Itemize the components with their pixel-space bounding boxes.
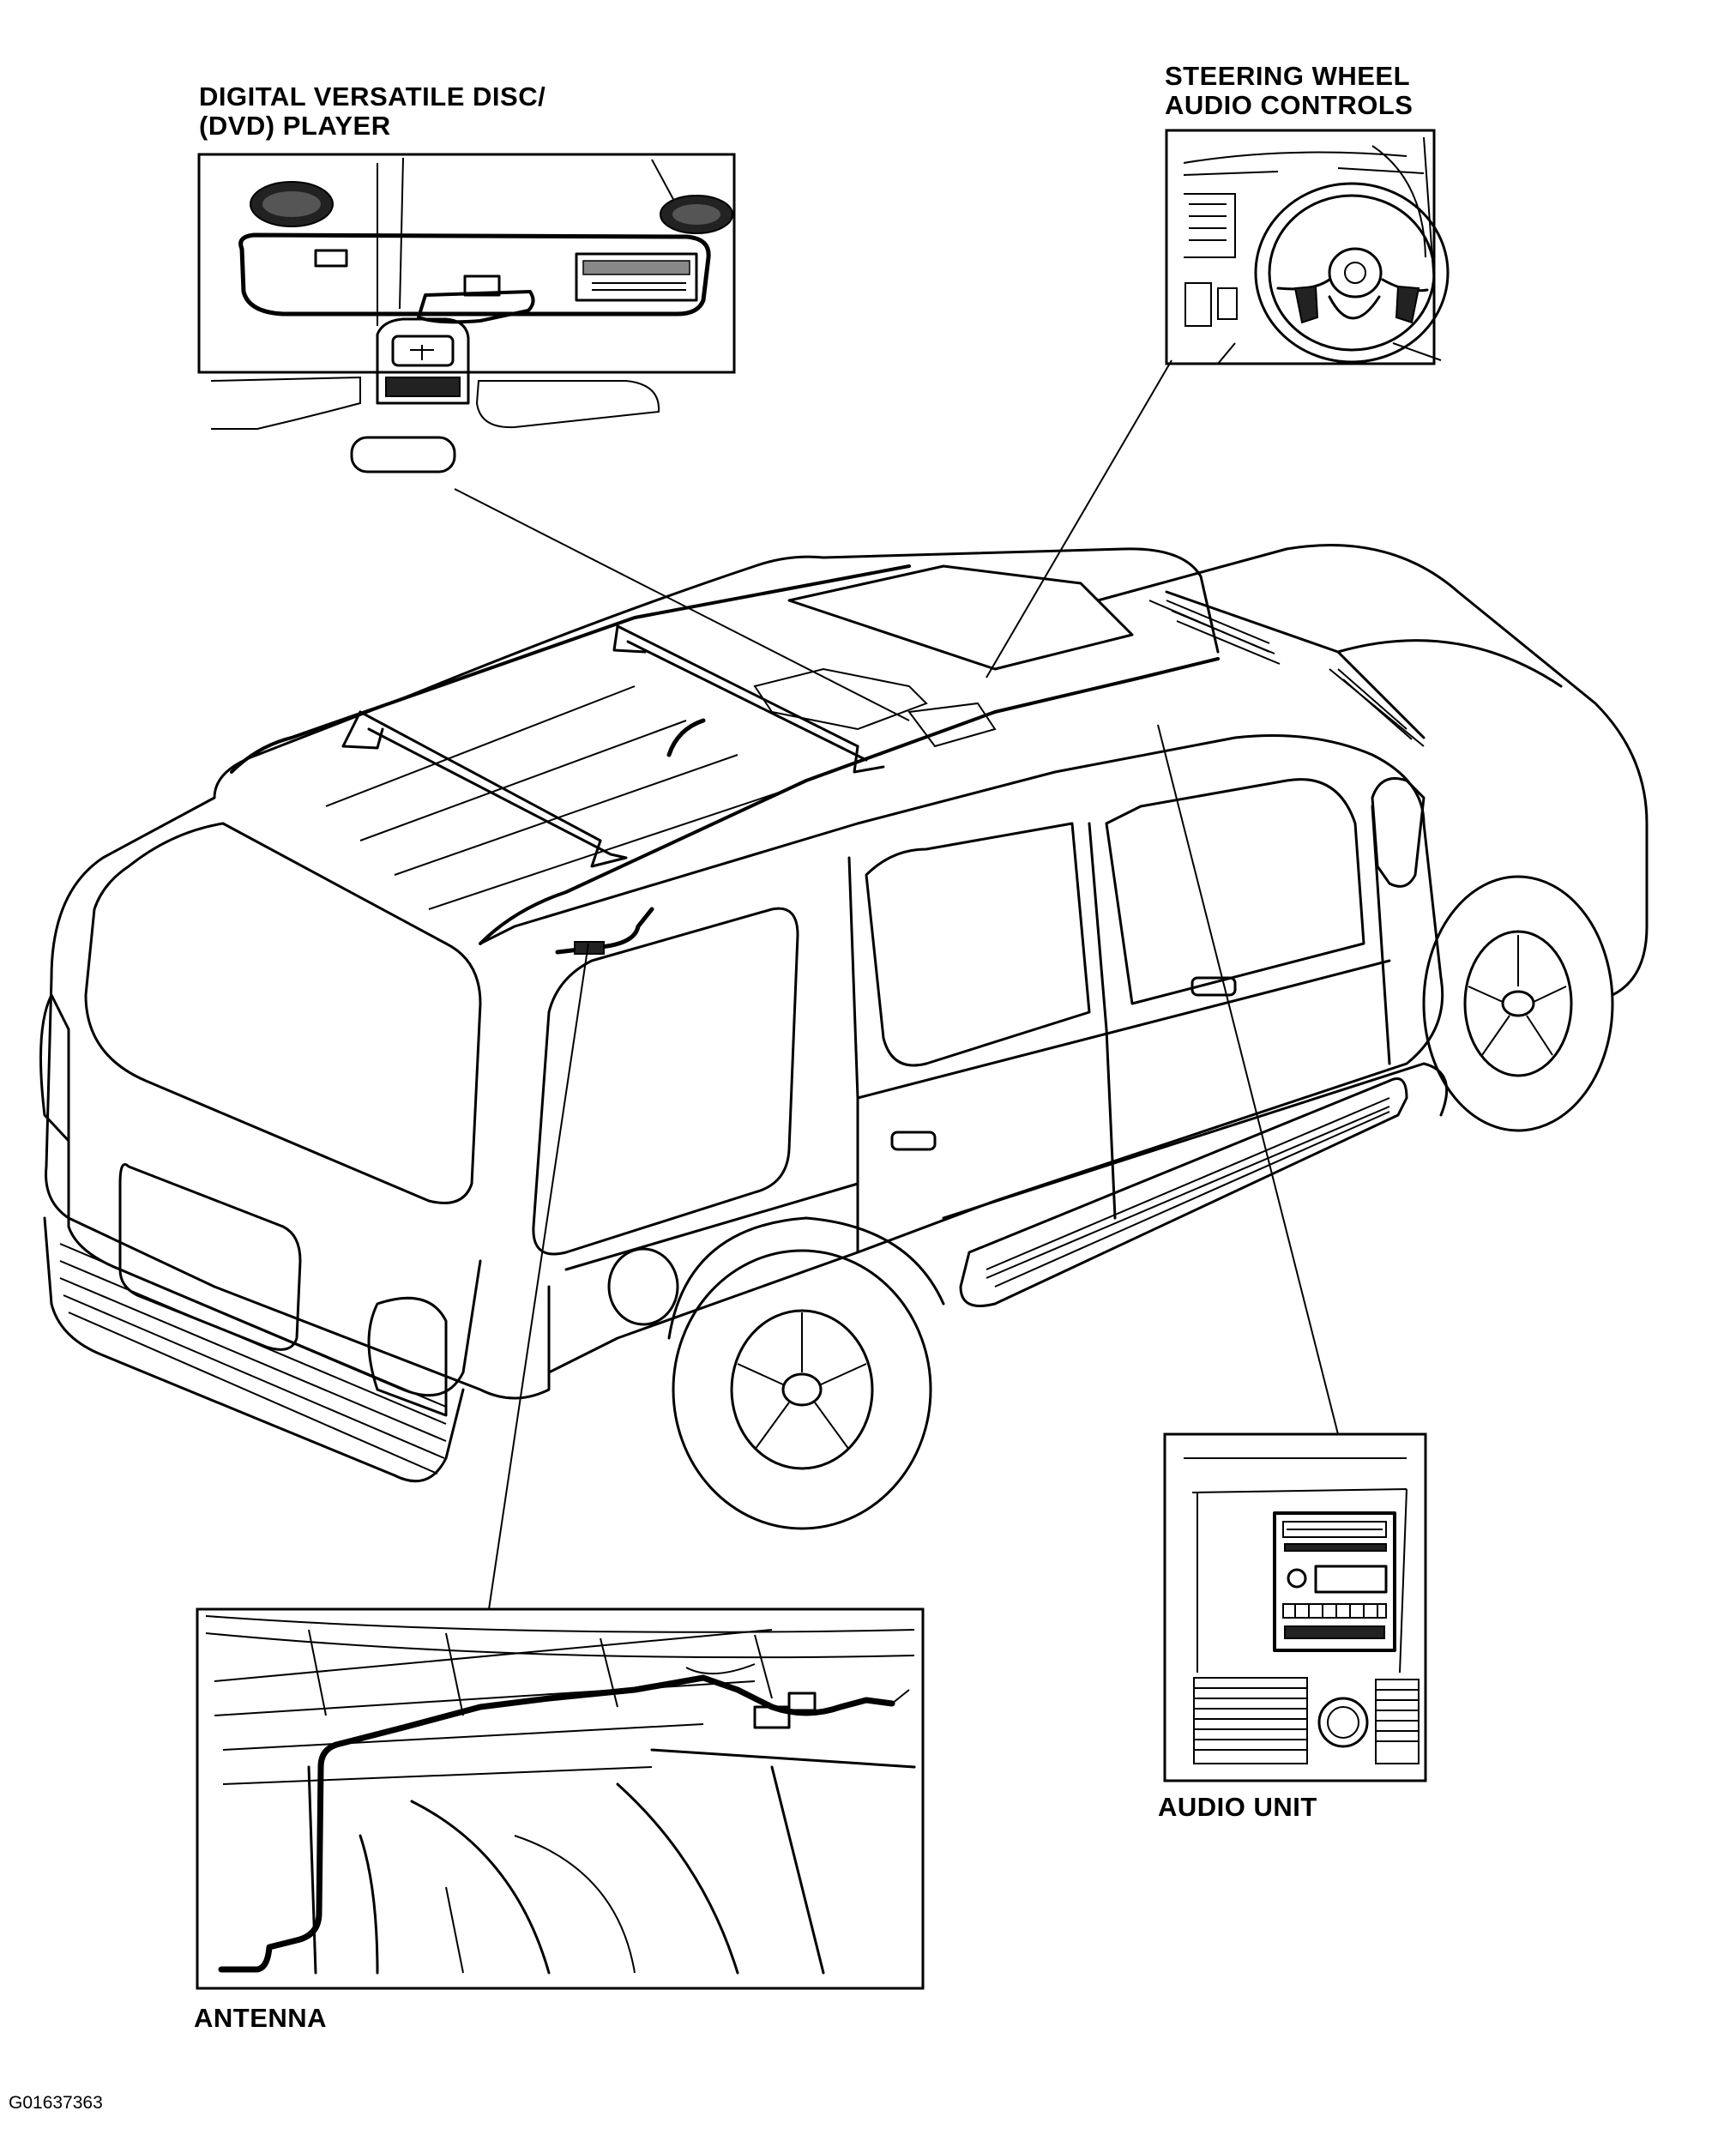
leader-dvd [454, 488, 910, 721]
right-tail-light [367, 1296, 448, 1417]
left-tail-light [39, 993, 70, 1143]
rear-crossbar [359, 710, 612, 856]
leader-audio [1157, 724, 1339, 1435]
dvd-player-unit [575, 252, 698, 302]
front-door-handle [1190, 976, 1237, 997]
steering-controls-label: STEERING WHEEL AUDIO CONTROLS [1165, 62, 1413, 120]
rear-door-handle [890, 1131, 937, 1151]
steering-wheel-inset [1165, 129, 1450, 365]
rear-view-mirror [350, 436, 456, 473]
figure-id: G01637363 [9, 2093, 103, 2113]
rear-wheel [672, 1249, 932, 1530]
rear-quarter-window [532, 907, 799, 1256]
dvd-player-label: DIGITAL VERSATILE DISC/ (DVD) PLAYER [199, 82, 546, 141]
roof-outline [213, 547, 1220, 799]
rear-window [84, 822, 482, 1204]
audio-head-unit [1273, 1511, 1396, 1652]
left-audio-control-buttons [1293, 285, 1319, 324]
leader-antenna [488, 943, 589, 1610]
steering-label-line2: AUDIO CONTROLS [1165, 90, 1414, 120]
right-audio-control-buttons [1395, 285, 1420, 324]
side-mirror [1371, 777, 1426, 888]
dvd-player-inset [197, 153, 736, 473]
antenna-inset [196, 1607, 925, 1990]
steering-wheel [1254, 182, 1450, 364]
leader-lines [454, 359, 1339, 1610]
dvd-label-line2: (DVD) PLAYER [199, 111, 391, 141]
audio-unit-label: AUDIO UNIT [1158, 1792, 1317, 1822]
climate-knob [1317, 1697, 1369, 1748]
antenna-label: ANTENNA [194, 2003, 328, 2033]
antenna-cable [218, 1674, 895, 1973]
front-crossbar [616, 624, 868, 762]
dvd-label-line1: DIGITAL VERSATILE DISC/ [199, 81, 546, 112]
map-light-module [376, 317, 470, 405]
audio-unit-inset [1163, 1432, 1427, 1782]
license-plate-recess [118, 1163, 302, 1351]
overhead-console [238, 232, 711, 317]
antenna-module [753, 1705, 791, 1729]
fuel-door [607, 1247, 679, 1326]
sunroof [787, 564, 1134, 671]
steering-label-line1: STEERING WHEEL [1165, 61, 1411, 91]
front-door-window [1105, 778, 1365, 1005]
volume-knob [1287, 1568, 1307, 1589]
leader-steering [986, 359, 1172, 678]
running-board [959, 1077, 1408, 1307]
vehicle-illustration [39, 544, 1649, 1530]
steering-inset-frame [1165, 129, 1436, 365]
front-wheel [1422, 875, 1614, 1132]
hood [1096, 544, 1649, 997]
steering-hub [1328, 247, 1383, 299]
rear-body [45, 796, 551, 1400]
rear-door-window [865, 822, 1091, 1067]
audio-display [1314, 1565, 1388, 1594]
